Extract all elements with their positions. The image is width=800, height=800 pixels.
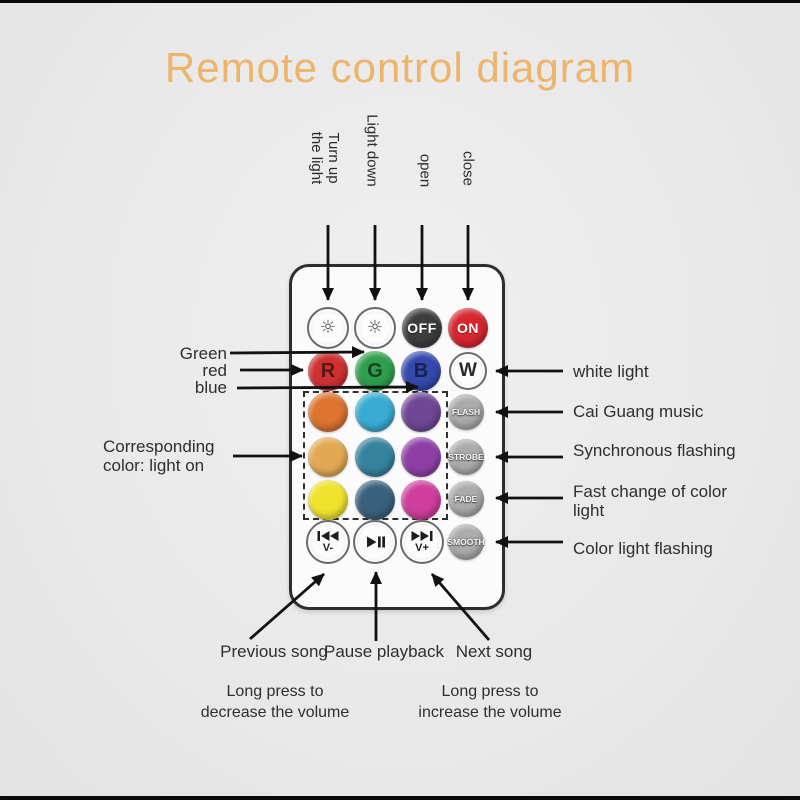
smooth-button: SMOOTH bbox=[447, 524, 485, 560]
brightness-up-button: ☼ bbox=[307, 307, 349, 349]
label-light-down: Light down bbox=[363, 114, 381, 187]
play-pause-icon bbox=[366, 536, 385, 548]
on-button: ON bbox=[448, 308, 488, 348]
blue-button: B bbox=[401, 351, 441, 391]
brightness-down-icon: ☼ bbox=[366, 317, 384, 338]
top-letterbox-bar bbox=[0, 0, 800, 3]
previous-track-icon bbox=[317, 531, 339, 541]
label-long-press-decrease: Long press to decrease the volume bbox=[200, 683, 350, 721]
color-button-violet bbox=[401, 437, 441, 477]
label-blue: blue bbox=[194, 378, 227, 397]
label-corresponding-color: Corresponding color: light on bbox=[103, 437, 215, 475]
label-turn-up-the-light: Turn up the light bbox=[308, 131, 342, 185]
strobe-button: STROBE bbox=[448, 439, 484, 475]
next-track-icon bbox=[411, 531, 433, 541]
label-green: Green bbox=[179, 344, 227, 363]
next-song-button: V+ bbox=[400, 520, 444, 564]
fade-button: FADE bbox=[448, 481, 484, 517]
label-long-press-increase: Long press to increase the volume bbox=[418, 683, 562, 721]
color-button-orange bbox=[308, 392, 348, 432]
color-button-amber bbox=[308, 437, 348, 477]
label-next-song: Next song bbox=[455, 642, 533, 661]
color-button-purple bbox=[401, 392, 441, 432]
label-white-light: white light bbox=[573, 362, 649, 381]
brightness-down-button: ☼ bbox=[354, 307, 396, 349]
brightness-up-icon: ☼ bbox=[319, 317, 337, 338]
color-button-yellow bbox=[308, 480, 348, 520]
label-fast-change: Fast change of color light bbox=[573, 482, 728, 520]
red-button: R bbox=[308, 351, 348, 391]
label-synchronous-flashing: Synchronous flashing bbox=[573, 441, 736, 460]
color-button-cyan bbox=[355, 392, 395, 432]
label-rgb-group: Green red blue bbox=[107, 345, 227, 396]
color-button-teal bbox=[355, 437, 395, 477]
flash-button: FLASH bbox=[448, 394, 484, 430]
label-red: red bbox=[202, 361, 227, 380]
label-open: open bbox=[416, 153, 434, 188]
bottom-letterbox-bar bbox=[0, 796, 800, 800]
color-button-magenta bbox=[401, 480, 441, 520]
color-button-slate bbox=[355, 480, 395, 520]
previous-song-button: V- bbox=[306, 520, 350, 564]
off-button: OFF bbox=[402, 308, 442, 348]
label-color-light-flashing: Color light flashing bbox=[573, 539, 713, 558]
green-button: G bbox=[355, 351, 395, 391]
label-close: close bbox=[459, 150, 477, 187]
page-title: Remote control diagram bbox=[164, 44, 636, 91]
play-pause-button bbox=[353, 520, 397, 564]
label-pause-playback: Pause playback bbox=[323, 642, 445, 661]
label-cai-guang-music: Cai Guang music bbox=[573, 402, 704, 421]
label-previous-song: Previous song bbox=[220, 642, 328, 661]
white-button: W bbox=[449, 352, 487, 390]
